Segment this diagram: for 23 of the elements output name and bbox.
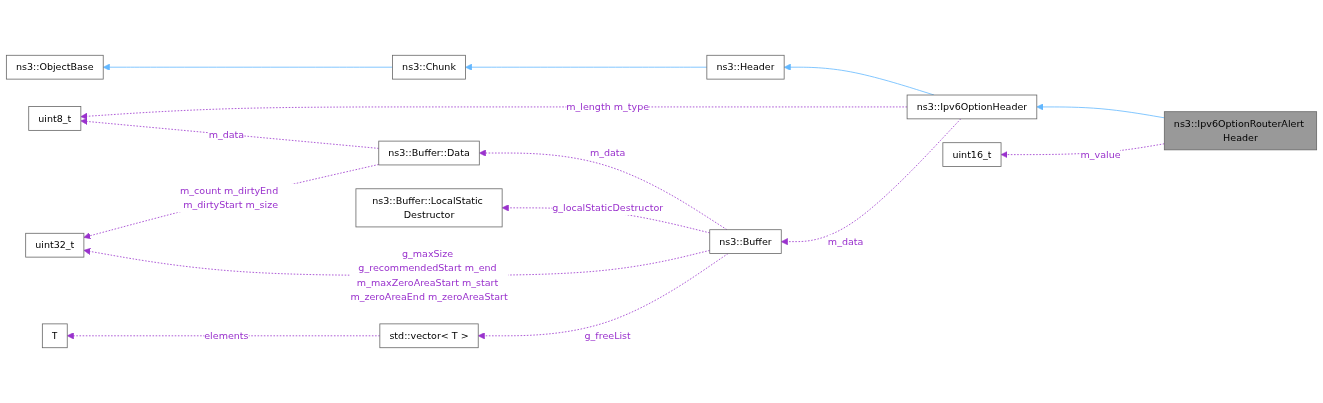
node-box: ns3::Buffer: [709, 229, 782, 254]
edge-label: m_data: [827, 236, 864, 248]
node-box: ns3::Buffer::LocalStatic Destructor: [355, 188, 503, 228]
node-box: uint16_t: [942, 142, 1002, 167]
edge-label: m_count m_dirtyEnd m_dirtyStart m_size: [180, 185, 279, 211]
node-box: uint8_t: [28, 106, 82, 131]
edge-label: g_freeList: [584, 330, 631, 342]
edge-label: m_value: [1080, 149, 1121, 161]
node-box: T: [41, 323, 68, 349]
edge-label: elements: [204, 330, 249, 342]
node-box: ns3::ObjectBase: [5, 54, 104, 80]
edge-label: g_maxSize g_recommendedStart m_end m_maxZeroAreaStart m_start m_zeroAreaEnd m_zeroAreaStart: [350, 248, 508, 303]
node-box: ns3::Buffer::Data: [378, 140, 480, 166]
node-box: ns3::Header: [706, 54, 785, 80]
edge-label: m_data: [208, 128, 245, 140]
edge-label: m_data: [589, 147, 626, 159]
node-box: std::vector< T >: [379, 323, 479, 349]
node-box: ns3::Chunk: [392, 54, 466, 80]
node-box: ns3::Ipv6OptionRouterAlert Header: [1163, 111, 1318, 151]
node-box: uint32_t: [25, 232, 85, 258]
edge-label: g_localStaticDestructor: [552, 202, 664, 214]
edge-label: m_length m_type: [566, 101, 650, 113]
node-box: ns3::Ipv6OptionHeader: [906, 94, 1038, 120]
